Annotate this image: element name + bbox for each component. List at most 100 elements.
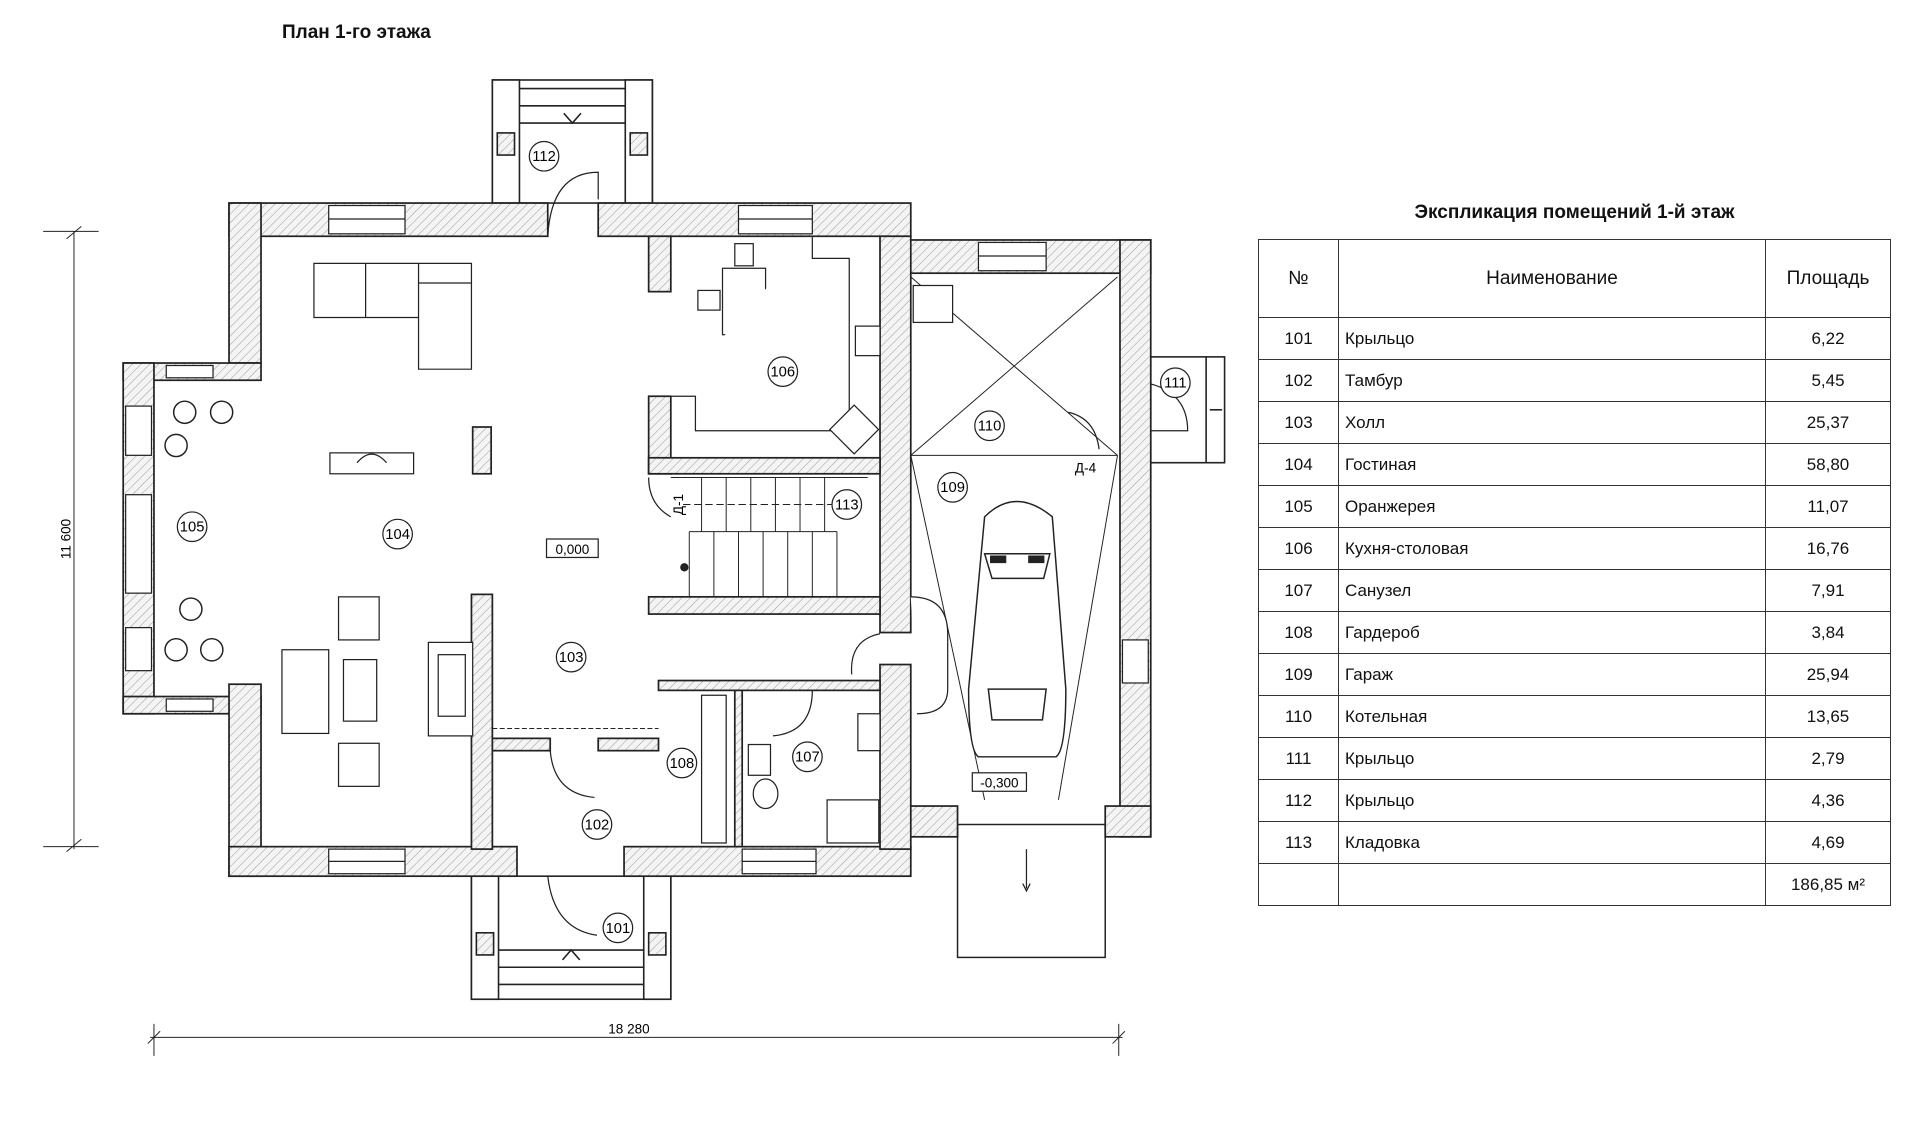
row-area: 4,69	[1765, 821, 1891, 864]
total-area: 186,85 м²	[1765, 863, 1891, 906]
row-num: 104	[1258, 443, 1339, 486]
row-num: 106	[1258, 527, 1339, 570]
svg-text:110: 110	[978, 419, 1002, 435]
row-num: 107	[1258, 569, 1339, 612]
windows	[125, 204, 1149, 875]
row-name: Гардероб	[1338, 611, 1766, 654]
row-area: 11,07	[1765, 485, 1891, 528]
row-name: Санузел	[1338, 569, 1766, 612]
room-110: 110	[974, 410, 1005, 442]
svg-text:107: 107	[795, 750, 820, 766]
svg-text:101: 101	[606, 921, 631, 937]
row-name: Оранжерея	[1338, 485, 1766, 528]
row-name: Котельная	[1338, 695, 1766, 738]
row-name: Холл	[1338, 401, 1766, 444]
stairs	[670, 476, 868, 597]
dimension-width-label: 18 280	[608, 1022, 649, 1037]
svg-text:104: 104	[385, 527, 410, 543]
door-mark-d1: Д-1	[671, 494, 686, 515]
room-106: 106	[767, 356, 799, 388]
header-num: №	[1258, 239, 1339, 318]
row-area: 13,65	[1765, 695, 1891, 738]
row-area: 25,37	[1765, 401, 1891, 444]
room-107: 107	[792, 741, 823, 773]
row-num: 101	[1258, 317, 1339, 360]
driveway	[956, 823, 1106, 959]
room-105: 105	[176, 511, 208, 543]
row-num: 110	[1258, 695, 1339, 738]
table-header: № Наименование Площадь	[1258, 239, 1891, 318]
furniture	[281, 236, 949, 844]
row-area: 3,84	[1765, 611, 1891, 654]
car-icon	[967, 500, 1067, 758]
dimension-width	[147, 1023, 1126, 1056]
row-area: 4,36	[1765, 779, 1891, 822]
row-num: 105	[1258, 485, 1339, 528]
plan-title: План 1-го этажа	[282, 22, 431, 43]
row-num: 103	[1258, 401, 1339, 444]
porch-101	[470, 875, 672, 1001]
row-name: Крыльцо	[1338, 317, 1766, 360]
svg-text:103: 103	[559, 650, 584, 666]
header-area: Площадь	[1765, 239, 1891, 318]
row-name: Тамбур	[1338, 359, 1766, 402]
total-row: 186,85 м²	[1258, 863, 1891, 906]
dimension-height-label: 11 600	[58, 519, 73, 559]
svg-text:105: 105	[180, 520, 205, 536]
door-mark-d4: Д-4	[1075, 461, 1097, 476]
level-garage: -0,300	[980, 776, 1018, 791]
svg-text:113: 113	[835, 497, 859, 513]
row-num: 102	[1258, 359, 1339, 402]
row-name: Гараж	[1338, 653, 1766, 696]
row-area: 16,76	[1765, 527, 1891, 570]
svg-text:106: 106	[770, 365, 795, 381]
row-area: 2,79	[1765, 737, 1891, 780]
level-main: 0,000	[555, 542, 589, 557]
row-num: 113	[1258, 821, 1339, 864]
explication-title: Экспликация помещений 1-й этаж	[1414, 202, 1735, 223]
room-labels: 101 102 103 104 105 106 107 108 109 110 …	[176, 140, 1191, 944]
row-area: 6,22	[1765, 317, 1891, 360]
room-112: 112	[528, 140, 560, 172]
room-111: 111	[1159, 367, 1191, 399]
row-name: Крыльцо	[1338, 737, 1766, 780]
row-num: 109	[1258, 653, 1339, 696]
porch-112	[491, 79, 654, 204]
room-113: 113	[831, 489, 863, 520]
row-name: Кладовка	[1338, 821, 1766, 864]
svg-text:112: 112	[532, 149, 556, 165]
room-109: 109	[937, 471, 968, 503]
svg-text:111: 111	[1164, 376, 1186, 392]
dimension-height	[43, 226, 99, 852]
row-num: 108	[1258, 611, 1339, 654]
room-108: 108	[666, 747, 698, 779]
row-area: 25,94	[1765, 653, 1891, 696]
row-area: 5,45	[1765, 359, 1891, 402]
porch-111	[1149, 356, 1226, 464]
row-name: Гостиная	[1338, 443, 1766, 486]
room-103: 103	[555, 641, 587, 673]
room-102: 102	[581, 809, 613, 840]
room-101: 101	[602, 912, 634, 944]
svg-text:102: 102	[585, 817, 610, 833]
plants	[164, 400, 234, 662]
row-area: 7,91	[1765, 569, 1891, 612]
room-104: 104	[382, 518, 413, 550]
row-name: Кухня-столовая	[1338, 527, 1766, 570]
svg-text:109: 109	[940, 480, 965, 496]
